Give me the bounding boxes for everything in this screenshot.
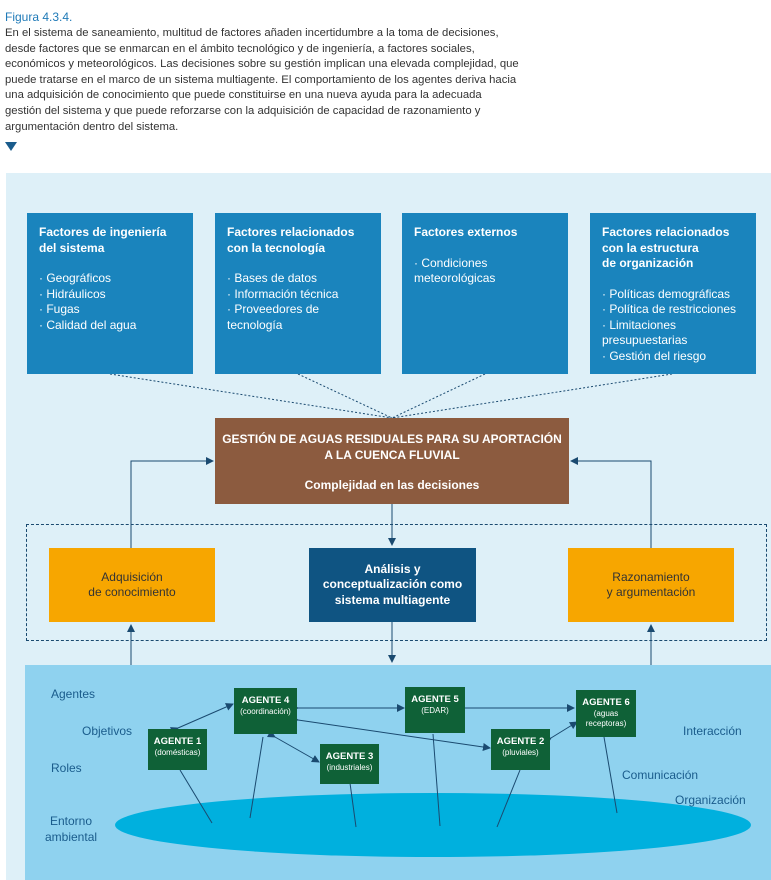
agent-5-box: AGENTE 5 (EDAR) [405,687,465,733]
environment-ellipse [115,793,751,857]
agent-name: AGENTE 1 [153,736,202,747]
agent3-env-line [349,782,357,828]
figure-number: Figura 4.3.4. [5,10,73,24]
factor-title: Factores relacionados con la estructura … [602,225,730,270]
factor-item: · Hidráulicos [39,286,106,301]
reasoning-argumentation-box: Razonamiento y argumentación [568,548,734,622]
label-interaccion: Interacción [683,724,742,738]
agent-role: (aguas receptoras) [585,709,627,728]
label-roles: Roles [51,761,82,775]
agent-3-box: AGENTE 3 (industriales) [320,744,379,784]
agent-1-box: AGENTE 1 (domésticas) [148,729,207,770]
factor-item: · Calidad del agua [39,317,137,332]
agent2-env-line [496,769,521,828]
wastewater-management-box: GESTIÓN DE AGUAS RESIDUALES PARA SU APOR… [215,418,569,504]
arrow-acquisition-to-central [130,457,214,548]
agent-6-box: AGENTE 6 (aguas receptoras) [576,690,636,737]
agent-2-box: AGENTE 2 (pluviales) [491,729,550,770]
factor-box-engineering: Factores de ingeniería del sistema · Geo… [27,213,193,374]
agent-name: AGENTE 2 [496,736,545,747]
agent-4-box: AGENTE 4 (coordinación) [234,688,297,734]
agent1-env-line [179,769,213,824]
factor-box-technology: Factores relacionados con la tecnología … [215,213,381,374]
central-title: GESTIÓN DE AGUAS RESIDUALES PARA SU APOR… [222,432,562,462]
arrow-agent4-agent3 [266,730,320,763]
factor-item: · Fugas [39,302,80,316]
label-agentes: Agentes [51,687,96,701]
factor-box-organization: Factores relacionados con la estructura … [590,213,756,374]
label-entorno-ambiental: Entorno ambiental [45,814,98,844]
agent-role: (pluviales) [502,748,539,757]
agent-role: (domésticas) [154,748,201,757]
label-organizacion: Organización [675,793,746,807]
agent-name: AGENTE 5 [411,694,459,705]
agent-name: AGENTE 3 [325,751,374,762]
factor-box-external: Factores externos · Condiciones meteorol… [402,213,568,374]
process-dashed-frame [26,524,767,641]
arrow-agent2-agent6 [542,721,578,746]
factor-title: Factores de ingeniería del sistema [39,225,167,255]
arrow-agent4-agent2 [290,715,491,751]
factor-title: Factores externos [414,225,518,239]
agent-name: AGENTE 4 [241,695,290,706]
figure-caption: En el sistema de saneamiento, multitud d… [5,27,519,133]
agent5-env-line [432,733,441,827]
factor-connectors [109,373,673,419]
arrow-reasoning-to-central [570,457,652,548]
factor-item: · Proveedores de tecnología [227,302,320,332]
factor-item: · Limitaciones presupuestarias [602,317,688,348]
factor-item: · Bases de datos [227,271,318,285]
agent-role: (EDAR) [421,706,449,715]
agent-name: AGENTE 6 [582,697,630,708]
factor-item: · Gestión del riesgo [602,348,707,363]
knowledge-acquisition-box: Adquisición de conocimiento [49,548,215,622]
label-comunicacion: Comunicación [622,768,699,782]
arrow-agent1-agent4 [169,703,234,735]
factor-item: · Políticas demográficas [602,286,731,301]
factor-item: · Política de restricciones [602,302,737,316]
label-objetivos: Objetivos [82,724,133,738]
agent-role: (coordinación) [240,707,291,716]
multiagent-analysis-box: Análisis y conceptualización como sistem… [309,548,476,622]
agent-role: (industriales) [326,763,373,772]
agent6-env-line [603,736,618,814]
caption-marker-icon [5,142,17,151]
central-subtitle: Complejidad en las decisiones [304,478,480,492]
factor-title: Factores relacionados con la tecnología [227,225,355,255]
agent4-env-line [249,736,264,819]
factor-item: · Información técnica [227,286,339,301]
factor-item: · Geográficos [39,271,112,285]
factor-item: · Condiciones meteorológicas [414,255,496,286]
